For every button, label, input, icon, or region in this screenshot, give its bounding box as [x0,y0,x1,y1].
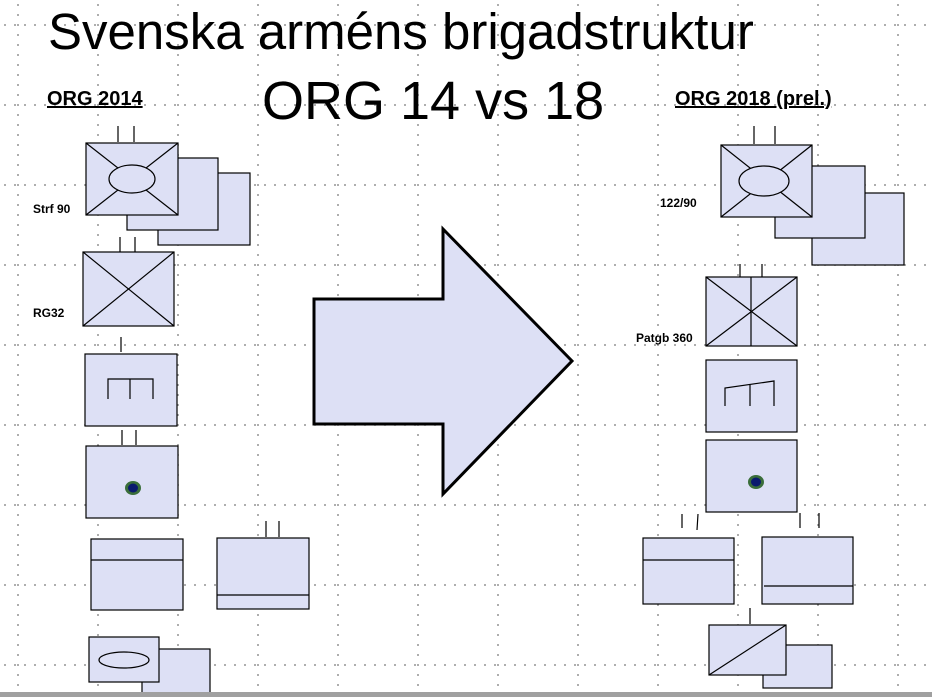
left-support-symbol [85,430,179,519]
right-cavalry-symbol [708,608,833,689]
right-supply-symbol [761,513,854,605]
unit-label-122-90: 122/90 [660,196,697,210]
left-armor-symbol [88,636,211,695]
page-subtitle: ORG 14 vs 18 [262,71,605,131]
right-motorized-infantry-symbol [705,264,798,347]
org-2018-heading: ORG 2018 (prel.) [675,88,832,110]
right-support-symbol [705,439,798,513]
right-artillery-symbol [705,359,798,433]
org-2014-heading: ORG 2014 [47,88,143,110]
bottom-scrollbar-edge [0,692,932,697]
right-logistics-symbol [642,513,735,605]
unit-label-rg32: RG32 [33,306,65,320]
page-title: Svenska arméns brigadstruktur [48,3,754,60]
left-armored-infantry-symbol [85,126,251,246]
unit-label-strf90: Strf 90 [33,202,71,216]
left-supply-symbol [216,521,310,610]
left-infantry-symbol [82,237,175,327]
unit-label-patgb360: Patgb 360 [636,331,693,345]
left-artillery-symbol [84,337,178,427]
right-armored-infantry-symbol [720,126,905,266]
transition-arrow [312,225,575,498]
left-logistics-symbol [90,538,184,611]
